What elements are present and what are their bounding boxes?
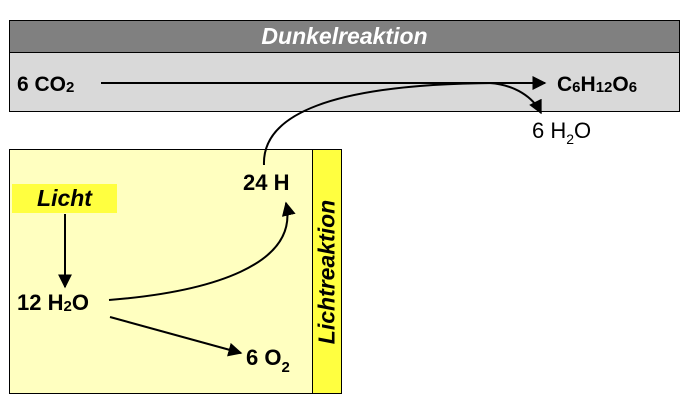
glucose-h-sub: 12: [595, 79, 613, 96]
water-input-coefficient: 12: [17, 290, 48, 315]
water-input-sub: 2: [63, 298, 72, 315]
glucose-o-sub: 6: [628, 79, 638, 96]
co2-symbol: CO: [34, 73, 67, 96]
dark-reaction-title: Dunkelreaktion: [261, 23, 428, 49]
water-to-oxygen-arrow: [109, 316, 243, 357]
water-byproduct-h: H: [550, 118, 567, 143]
hydrogen-to-dark-reaction-curve: [262, 82, 496, 166]
glucose-c-sub: 6: [572, 79, 581, 96]
oxygen-coefficient: 6: [246, 345, 265, 370]
glucose-c: C: [557, 73, 573, 96]
oxygen-output: 6 O2: [246, 345, 290, 376]
water-release-arrow: [489, 82, 542, 115]
water-byproduct-o: O: [574, 118, 592, 143]
co2-subscript: 2: [66, 79, 75, 96]
water-byproduct-coefficient: 6: [532, 118, 551, 143]
water-byproduct-sub: 2: [566, 131, 575, 147]
water-input-h: H: [47, 290, 64, 315]
glucose-h: H: [580, 73, 596, 96]
oxygen-subscript: 2: [281, 359, 290, 376]
hydrogen-output: 24 H: [243, 170, 290, 195]
oxygen-symbol: O: [264, 345, 282, 370]
water-input-o: O: [71, 290, 89, 315]
glucose-product: C6H12O6: [557, 74, 637, 95]
water-input: 12 H2O: [17, 290, 89, 315]
light-input-text: Licht: [37, 185, 92, 211]
light-reaction-strip: Lichtreaktion: [312, 150, 341, 393]
water-byproduct: 6 H2O: [532, 118, 592, 147]
dark-reaction-header: Dunkelreaktion: [10, 21, 679, 53]
light-input-label: Licht: [12, 184, 117, 213]
water-to-hydrogen-arrow: [108, 201, 296, 301]
co2-coefficient: 6: [17, 73, 35, 96]
glucose-o: O: [612, 73, 629, 96]
co2-reactant: 6 CO2: [17, 74, 74, 95]
